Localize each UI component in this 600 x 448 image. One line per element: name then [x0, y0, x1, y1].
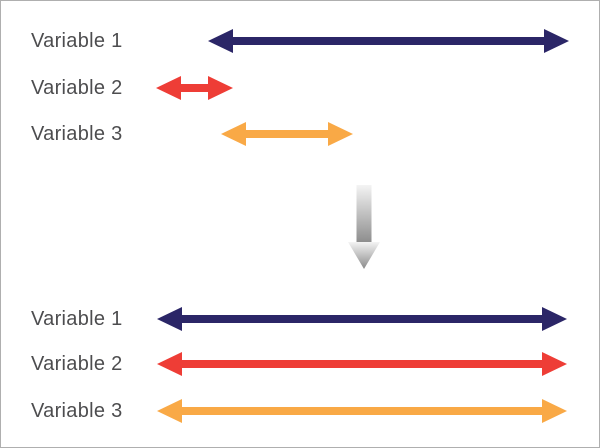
transform-down-arrow-icon — [348, 185, 380, 269]
variable-label: Variable 3 — [31, 400, 123, 422]
range-arrow — [208, 29, 569, 53]
arrow-shaft — [181, 315, 543, 323]
arrowhead-left-icon — [156, 76, 181, 100]
arrowhead-right-icon — [208, 76, 233, 100]
variable-label: Variable 2 — [31, 353, 123, 375]
arrowhead-right-icon — [328, 122, 353, 146]
arrowhead-right-icon — [544, 29, 569, 53]
range-arrow — [157, 352, 567, 376]
arrowhead-right-icon — [542, 307, 567, 331]
arrowhead-right-icon — [542, 399, 567, 423]
range-arrow — [156, 76, 233, 100]
variable-label: Variable 2 — [31, 77, 123, 99]
arrowhead-left-icon — [157, 399, 182, 423]
arrow-shaft — [232, 37, 545, 45]
arrowhead-left-icon — [157, 307, 182, 331]
arrow-shaft — [245, 130, 329, 138]
variable-label: Variable 1 — [31, 30, 123, 52]
range-arrow — [157, 399, 567, 423]
arrow-shaft — [180, 84, 209, 92]
range-arrow — [157, 307, 567, 331]
arrow-shaft — [181, 360, 543, 368]
range-arrow — [221, 122, 353, 146]
arrowhead-right-icon — [542, 352, 567, 376]
variable-label: Variable 1 — [31, 308, 123, 330]
arrowhead-left-icon — [221, 122, 246, 146]
arrow-shaft — [181, 407, 543, 415]
arrowhead-left-icon — [157, 352, 182, 376]
variable-label: Variable 3 — [31, 123, 123, 145]
arrowhead-left-icon — [208, 29, 233, 53]
